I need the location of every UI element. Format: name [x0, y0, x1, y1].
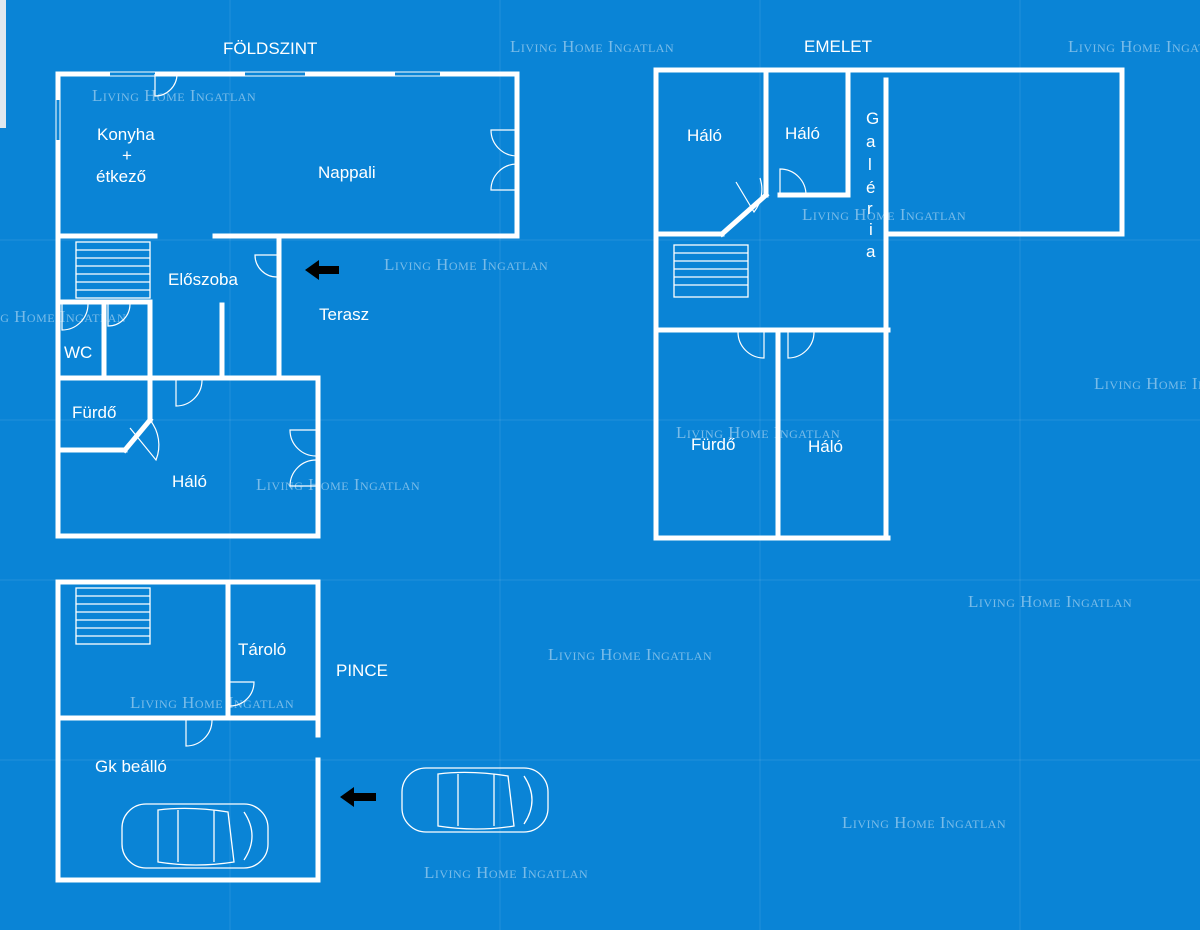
gallery-letter: i [869, 220, 873, 239]
door-icon [107, 303, 131, 327]
room-label-bathroom: Fürdő [72, 403, 116, 422]
watermark-text: Living Home Ingatlan [802, 205, 966, 224]
room-label-terrace: Terasz [319, 305, 369, 324]
room-label-kitchen: Konyha [97, 125, 155, 144]
watermark-text: Living Home Ingatlan [384, 255, 548, 274]
staircase-icon [673, 244, 749, 298]
door-icon [490, 163, 518, 191]
ground-floor-plan [55, 71, 520, 539]
watermark-text: Living Home Ingatlan [0, 307, 126, 326]
watermark-text: Living Home Ingatlan [842, 813, 1006, 832]
room-label-wc: WC [64, 343, 92, 362]
watermark-text: Living Home Ingatlan [676, 423, 840, 442]
watermark-text: Living Home Ingatlan [548, 645, 712, 664]
watermark-text: Living Home Ingatlan [510, 37, 674, 56]
door-icon [735, 177, 763, 214]
room-label-carport: Gk beálló [95, 757, 167, 776]
watermark-text: Living Home Ingatlan [1094, 374, 1200, 393]
room-label-upper-bathroom: Fürdő [691, 435, 735, 454]
labels: FÖLDSZINT EMELET PINCE Konyha + étkező N… [64, 37, 879, 776]
car-icon [401, 767, 549, 833]
room-label-storage: Tároló [238, 640, 286, 659]
gallery-letter: a [866, 242, 876, 261]
basement-title: PINCE [336, 661, 388, 680]
door-icon [779, 168, 807, 196]
left-edge-strip [0, 0, 6, 128]
staircase-icon [75, 587, 151, 645]
door-icon [289, 429, 317, 457]
door-icon [175, 379, 203, 407]
watermark-text: Living Home Ingatlan [968, 592, 1132, 611]
watermark-text: Living Home Ingatlan [256, 475, 420, 494]
upper-floor-plan [653, 67, 1125, 541]
upper-floor-title: EMELET [804, 37, 872, 56]
watermark-text: Living Home Ingatlan [92, 86, 256, 105]
watermark-text: Living Home Ingatlan [424, 863, 588, 882]
room-label-hall: Előszoba [168, 270, 238, 289]
door-icon [185, 719, 213, 747]
ground-floor-title: FÖLDSZINT [223, 39, 317, 58]
door-icon [490, 129, 518, 157]
entrance-arrow-icon [305, 260, 339, 280]
room-label-kitchen-plus: + [122, 146, 132, 165]
door-icon [787, 331, 815, 359]
door-icon [254, 254, 278, 278]
car-icon [121, 803, 269, 869]
door-icon [229, 681, 255, 707]
gallery-letter: G [866, 109, 879, 128]
room-label-bedroom-1: Háló [687, 126, 722, 145]
door-icon [154, 73, 178, 97]
basement-plan [55, 579, 549, 883]
room-label-dining: étkező [96, 167, 146, 186]
door-icon [289, 459, 317, 487]
gallery-letter: r [867, 199, 873, 218]
room-label-living: Nappali [318, 163, 376, 182]
watermark-text: Living Home Ingatlan [130, 693, 294, 712]
door-icon [61, 303, 89, 331]
gallery-letter: l [868, 155, 872, 174]
entrance-arrow-icon [340, 787, 376, 807]
watermarks: Living Home Ingatlan Living Home Ingatla… [0, 37, 1200, 882]
room-label-gallery: G a l é r i a [866, 109, 879, 261]
door-icon [737, 331, 765, 359]
gallery-letter: é [866, 178, 875, 197]
room-label-bedroom-3: Háló [808, 437, 843, 456]
watermark-text: Living Home Ingatlan [1068, 37, 1200, 56]
staircase-icon [75, 241, 151, 299]
door-icon [129, 419, 160, 462]
room-label-bedroom-2: Háló [785, 124, 820, 143]
gallery-letter: a [866, 132, 876, 151]
room-label-bedroom: Háló [172, 472, 207, 491]
